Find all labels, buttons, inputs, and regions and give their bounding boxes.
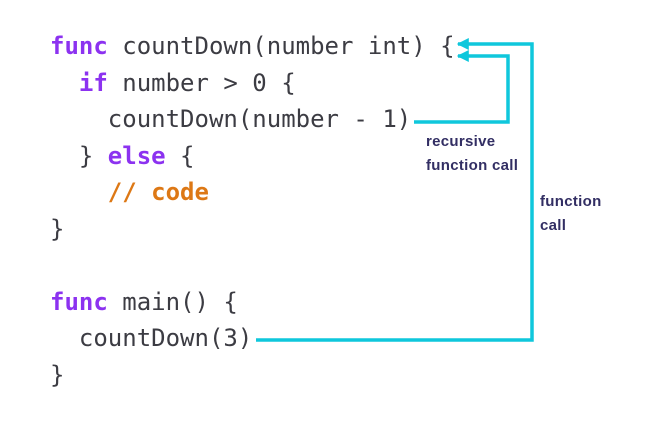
code-token-keyword: func bbox=[50, 32, 108, 60]
code-token-comment: // code bbox=[107, 178, 209, 206]
code-token-code: } bbox=[50, 214, 65, 243]
recursive-call-label: recursive function call bbox=[426, 130, 518, 178]
recursive-call-label-line1: recursive bbox=[426, 133, 496, 150]
code-token-code: } bbox=[50, 141, 108, 170]
code-token-code: main() { bbox=[107, 287, 238, 316]
code-token-code: number > 0 { bbox=[107, 68, 296, 97]
code-line: func main() { bbox=[50, 284, 455, 321]
code-token-keyword: else bbox=[107, 141, 166, 170]
code-token-keyword: if bbox=[78, 68, 108, 97]
code-line: // code bbox=[50, 174, 455, 211]
code-line: if number > 0 { bbox=[50, 65, 455, 102]
code-token-code: countDown(number int) { bbox=[107, 32, 455, 60]
code-line: countDown(3) bbox=[50, 320, 455, 357]
code-token-code bbox=[50, 178, 108, 206]
code-token-code: { bbox=[165, 141, 195, 170]
code-token-code: countDown(number - 1) bbox=[50, 105, 412, 133]
code-token-code: } bbox=[50, 360, 65, 389]
code-token-keyword: func bbox=[50, 287, 108, 316]
code-line: func countDown(number int) { bbox=[50, 28, 455, 65]
code-line bbox=[50, 247, 455, 284]
code-line: countDown(number - 1) bbox=[50, 101, 455, 138]
code-block: func countDown(number int) { if number >… bbox=[50, 28, 455, 393]
function-call-label-line2: call bbox=[540, 217, 567, 234]
code-token-code: countDown(3) bbox=[50, 324, 253, 352]
recursive-call-label-line2: function call bbox=[426, 157, 519, 174]
code-line: } bbox=[50, 211, 455, 248]
function-call-label-line1: function bbox=[540, 193, 602, 210]
function-call-label: function call bbox=[540, 190, 602, 238]
code-token-code bbox=[50, 69, 79, 97]
code-line: } bbox=[50, 357, 455, 394]
code-line: } else { bbox=[50, 138, 455, 175]
